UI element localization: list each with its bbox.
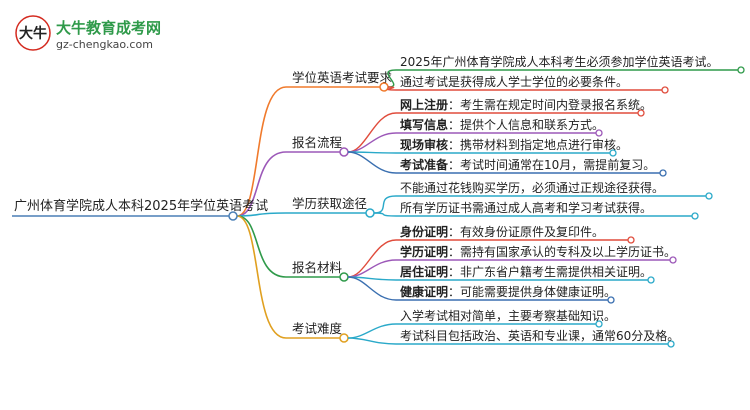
leaf-text: 2025年广州体育学院成人本科考生必须参加学位英语考试。 bbox=[400, 54, 719, 69]
leaf-text: 不能通过花钱购买学历，必须通过正规途径获得。 bbox=[400, 180, 664, 195]
edge-root-branch-2 bbox=[236, 151, 287, 217]
branch-connector bbox=[379, 82, 389, 92]
branch-connector bbox=[339, 333, 349, 343]
edge-branch-leaf bbox=[347, 239, 397, 278]
leaf-bold-label: 学历证明 bbox=[400, 244, 448, 259]
root-label: 广州体育学院成人本科2025年学位英语考试 bbox=[14, 198, 268, 214]
logo-seal-icon bbox=[15, 15, 51, 51]
edge-root-branch-3 bbox=[236, 212, 287, 217]
branch-node-3[interactable]: 学历获取途径 不能通过花钱购买学历，必须通过正规途径获得。所有学历证书需通过成人高… bbox=[286, 180, 713, 220]
leaf-connector bbox=[661, 86, 669, 94]
leaf-description: ：需持有国家承认的专科及以上学历证书。 bbox=[448, 244, 676, 259]
leaf-description: ：非广东省户籍考生需提供相关证明。 bbox=[448, 264, 652, 279]
leaf-text: 入学考试相对简单，主要考察基础知识。 bbox=[400, 308, 616, 323]
leaf-text: 填写信息：提供个人信息和联系方式。 bbox=[400, 117, 604, 132]
leaf-connector bbox=[669, 256, 677, 264]
leaf-text: 通过考试是获得成人学士学位的必要条件。 bbox=[400, 74, 628, 89]
root-connector bbox=[228, 211, 238, 221]
leaf-bold-label: 健康证明 bbox=[400, 284, 448, 299]
branch-label: 报名材料 bbox=[292, 260, 343, 275]
leaf-description: ：提供个人信息和联系方式。 bbox=[448, 117, 604, 132]
leaf-description: ：考试时间通常在10月，需提前复习。 bbox=[448, 157, 655, 172]
edge-branch-leaf bbox=[387, 86, 397, 91]
edge-root-branch-5 bbox=[236, 215, 287, 339]
branch-node-4[interactable]: 报名材料身份证明：有效身份证原件及复印件。学历证明：需持有国家承认的专科及以上学… bbox=[286, 224, 677, 304]
leaf-text: 考试准备：考试时间通常在10月，需提前复习。 bbox=[400, 157, 655, 172]
branch-connector bbox=[339, 147, 349, 157]
leaf-connector bbox=[637, 109, 645, 117]
branch-label: 学历获取途径 bbox=[292, 196, 367, 211]
logo-seal-text: 大牛 bbox=[19, 25, 47, 42]
edge-branch-leaf bbox=[373, 195, 397, 214]
branch-node-1[interactable]: 学位英语考试要求 2025年广州体育学院成人本科考生必须参加学位英语考试。通过考试… bbox=[286, 54, 745, 94]
edge-branch-leaf bbox=[347, 151, 397, 174]
edge-branch-leaf bbox=[347, 112, 397, 153]
leaf-bold-label: 居住证明 bbox=[400, 264, 448, 279]
leaf-bold-label: 现场审核 bbox=[400, 137, 448, 152]
edge-branch-leaf bbox=[347, 337, 397, 345]
leaf-description: 通过考试是获得成人学士学位的必要条件。 bbox=[400, 74, 628, 89]
leaf-description: ：携带材料到指定地点进行审核。 bbox=[448, 137, 628, 152]
leaf-connector bbox=[705, 192, 713, 200]
leaf-bold-label: 身份证明 bbox=[400, 224, 448, 239]
leaf-text: 所有学历证书需通过成人高考和学习考试获得。 bbox=[400, 200, 652, 215]
leaf-description: ：有效身份证原件及复印件。 bbox=[448, 224, 604, 239]
leaf-description: 不能通过花钱购买学历，必须通过正规途径获得。 bbox=[400, 180, 664, 195]
logo-url: gz-chengkao.com bbox=[56, 38, 153, 51]
branch-node-5[interactable]: 考试难度 入学考试相对简单，主要考察基础知识。考试科目包括政治、英语和专业课，通常… bbox=[286, 308, 679, 348]
leaf-text: 考试科目包括政治、英语和专业课，通常60分及格。 bbox=[400, 328, 679, 343]
leaf-text: 网上注册：考生需在规定时间内登录报名系统。 bbox=[400, 97, 652, 112]
branch-connector bbox=[365, 208, 375, 218]
leaf-connector bbox=[595, 129, 603, 137]
branch-label: 学位英语考试要求 bbox=[292, 70, 393, 85]
leaf-text: 健康证明：可能需要提供身体健康证明。 bbox=[400, 284, 616, 299]
logo: 大牛 大牛教育成考网 gz-chengkao.com bbox=[15, 15, 161, 51]
branch-node-2[interactable]: 报名流程网上注册：考生需在规定时间内登录报名系统。填写信息：提供个人信息和联系方… bbox=[286, 97, 667, 177]
edge-branch-leaf bbox=[347, 323, 397, 339]
branch-label: 考试难度 bbox=[292, 321, 343, 336]
logo-title: 大牛教育成考网 bbox=[56, 19, 161, 37]
branch-label: 报名流程 bbox=[292, 135, 343, 150]
edges bbox=[236, 86, 287, 339]
leaf-description: 所有学历证书需通过成人高考和学习考试获得。 bbox=[400, 200, 652, 215]
leaf-connector bbox=[627, 236, 635, 244]
leaf-connector bbox=[595, 320, 603, 328]
branches: 学位英语考试要求 2025年广州体育学院成人本科考生必须参加学位英语考试。通过考试… bbox=[286, 54, 745, 348]
leaf-connector bbox=[607, 296, 615, 304]
leaf-description: 2025年广州体育学院成人本科考生必须参加学位英语考试。 bbox=[400, 54, 719, 69]
leaf-bold-label: 考试准备 bbox=[400, 157, 449, 172]
branch-connector bbox=[339, 272, 349, 282]
leaf-text: 身份证明：有效身份证原件及复印件。 bbox=[400, 224, 604, 239]
leaf-description: ：可能需要提供身体健康证明。 bbox=[448, 284, 616, 299]
leaf-text: 居住证明：非广东省户籍考生需提供相关证明。 bbox=[400, 264, 652, 279]
edge-root-branch-4 bbox=[236, 215, 287, 278]
leaf-connector bbox=[667, 340, 675, 348]
leaf-bold-label: 网上注册 bbox=[400, 97, 448, 112]
edge-root-branch-1 bbox=[236, 86, 287, 217]
root-node[interactable]: 广州体育学院成人本科2025年学位英语考试 bbox=[12, 198, 268, 221]
edge-branch-leaf bbox=[347, 276, 397, 301]
leaf-text: 学历证明：需持有国家承认的专科及以上学历证书。 bbox=[400, 244, 676, 259]
leaf-bold-label: 填写信息 bbox=[400, 117, 448, 132]
leaf-connector bbox=[609, 149, 617, 157]
leaf-connector bbox=[737, 66, 745, 74]
leaf-connector bbox=[647, 276, 655, 284]
leaf-description: 考试科目包括政治、英语和专业课，通常60分及格。 bbox=[400, 328, 679, 343]
edge-branch-leaf bbox=[373, 212, 397, 217]
leaf-description: 入学考试相对简单，主要考察基础知识。 bbox=[400, 308, 616, 323]
leaf-description: ：考生需在规定时间内登录报名系统。 bbox=[448, 97, 652, 112]
leaf-connector bbox=[659, 169, 667, 177]
leaf-text: 现场审核：携带材料到指定地点进行审核。 bbox=[400, 137, 628, 152]
leaf-connector bbox=[691, 212, 699, 220]
